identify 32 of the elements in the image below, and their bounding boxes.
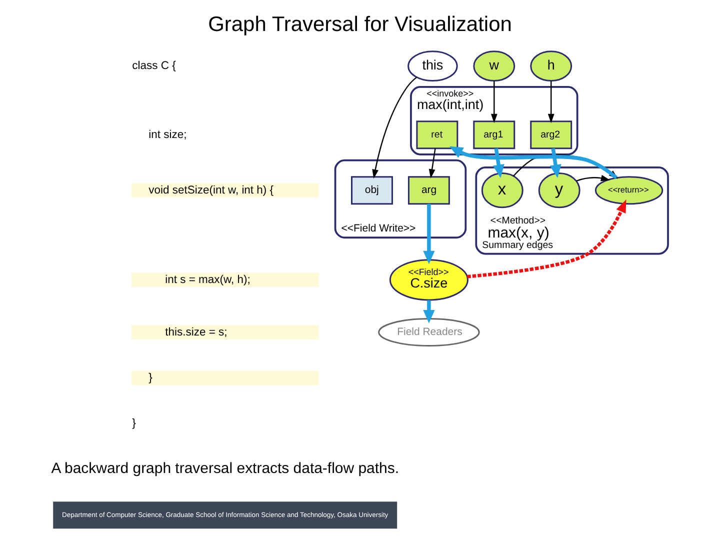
label: } [148,372,152,384]
node-ellipse: <<Field>> C.size [389,259,468,301]
node-box: ret [416,120,458,150]
node-ellipse: y [538,172,580,208]
label: void setSize(int w, int h) { [148,184,274,196]
arrow [492,148,504,178]
label: class C { [132,60,176,72]
node-ellipse: h [530,50,572,82]
node-box: arg [408,176,450,205]
arrow [550,148,562,178]
node-ellipse: x [481,172,524,208]
label: int size; [148,128,187,141]
arrow [576,174,610,182]
arrow [372,76,417,179]
arrow [428,148,436,178]
label: int s = max(w, h); [165,274,250,286]
arrow [467,200,626,278]
arrow [548,81,554,124]
node-ellipse: this [408,50,458,82]
label: } [132,418,136,430]
arrow [423,204,435,264]
node-ellipse: Field Readers [378,318,480,346]
node-box: arg2 [530,120,572,150]
node-ellipse: <<return>> [594,176,664,205]
arrow [423,300,435,324]
label: A backward graph traversal extracts data-flow paths. [51,460,399,478]
node-ellipse: w [473,50,516,82]
label: this.size = s; [165,326,228,338]
arrow [490,81,498,124]
node-box: obj [351,176,393,205]
diagram-title: Graph Traversal for Visualization [208,13,512,36]
node-box: arg1 [473,120,516,150]
